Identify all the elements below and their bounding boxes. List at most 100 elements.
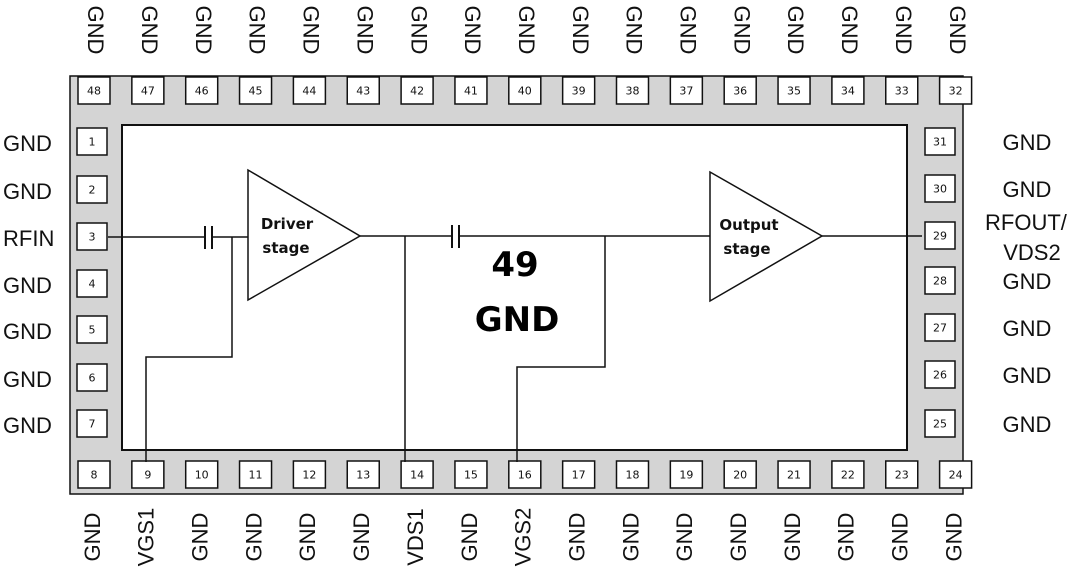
pin-3-pad [76,222,108,251]
pin-29-number: 29 [933,230,947,243]
pin-25-label: GND [1003,412,1052,437]
pin-9-label: VGS1 [134,508,159,567]
pin-23-label: GND [888,513,913,562]
pin-22-number: 22 [841,469,855,482]
pin-37-label: GND [676,6,701,55]
pin-19-label: GND [672,513,697,562]
pin-39-label: GND [568,6,593,55]
vgs1-trace [145,237,233,462]
pin-45-label: GND [245,6,270,55]
pin-18-number: 18 [626,469,640,482]
pin-5-label: GND [3,319,52,344]
pin-6-number: 6 [89,372,96,385]
pin-17-pad [561,460,596,489]
pin-37-pad [669,76,704,105]
pin-13-label: GND [349,513,374,562]
pin-40-label: GND [514,6,539,55]
output-stage-amplifier [709,170,824,303]
pin-20-number: 20 [733,469,747,482]
pin-4-label: GND [3,273,52,298]
pin-8-label: GND [80,513,105,562]
pin-32-label: GND [945,6,970,55]
pin-44-number: 44 [302,85,316,98]
pin-35-pad [777,76,811,105]
pin-12-number: 12 [302,469,316,482]
pin-48-label: GND [83,6,108,55]
pin-27-pad [924,313,956,342]
pin-24-number: 24 [949,469,963,482]
die-area [121,124,908,451]
pin-25-number: 25 [933,418,947,431]
pin-20-pad [723,460,757,489]
pin-5-number: 5 [89,324,96,337]
pin-46-pad [184,76,219,105]
pin-30-pad [924,174,956,203]
pin-43-label: GND [352,6,377,55]
pin-41-pad [454,76,488,105]
pin-28-number: 28 [933,275,947,288]
pin-3-label: RFIN [3,226,54,251]
pin-35-number: 35 [787,85,801,98]
pin-24-pad [938,460,973,489]
pin-29-label: RFOUT/ [985,210,1068,235]
driver-stage-label-line1: Driver [261,215,314,233]
pin-10-label: GND [188,513,213,562]
pin-22-pad [831,460,865,489]
pin-39-pad [561,76,596,105]
pin-26-number: 26 [933,369,947,382]
pin-17-label: GND [564,513,589,562]
pin-19-pad [669,460,704,489]
pin-16-label: VGS2 [511,508,536,567]
pin-7-pad [76,409,108,438]
pin-43-pad [346,76,380,105]
pin-35-label: GND [783,6,808,55]
pin-10-pad [184,460,219,489]
pin-5-pad [76,315,108,344]
pin-47-pad [131,76,165,105]
pin-41-number: 41 [464,85,478,98]
pin-23-number: 23 [895,469,909,482]
pin-33-number: 33 [895,85,909,98]
pin-33-label: GND [891,6,916,55]
pin-labels: GND GND GND GND GND GND GND GND GND GND GND GND GND G… [3,6,1068,567]
pin-41-label: GND [460,6,485,55]
pin-26-label: GND [1003,363,1052,388]
pin-44-pad [292,76,327,105]
pin-29-pad [924,221,956,250]
pin-9-pad [131,460,165,489]
pin-29-label2: VDS2 [1003,240,1060,265]
pin-44-label: GND [299,6,324,55]
pin-10-number: 10 [195,469,209,482]
pin-1-pad [76,127,108,156]
pin-20-label: GND [726,513,751,562]
pin-36-label: GND [729,6,754,55]
vgs2-trace [516,236,606,462]
pin-13-pad [346,460,380,489]
pin-12-label: GND [295,513,320,562]
pin-39-number: 39 [572,85,586,98]
pin-31-pad [924,127,956,156]
pin-6-label: GND [3,367,52,392]
pin-25-pad [924,409,956,438]
pin-42-label: GND [406,6,431,55]
pin-11-number: 11 [249,469,263,482]
pin-17-number: 17 [572,469,586,482]
pin-34-pad [831,76,865,105]
pin-47-number: 47 [141,85,155,98]
pin-31-number: 31 [933,136,947,149]
pin-26-pad [924,360,956,389]
pin-48-number: 48 [87,85,101,98]
pin-14-number: 14 [410,469,424,482]
pin-40-pad [508,76,542,105]
pin-22-label: GND [834,513,859,562]
pin-9-number: 9 [144,469,151,482]
center-pad-label: GND [475,300,560,340]
pin-27-label: GND [1003,316,1052,341]
pin-34-number: 34 [841,85,855,98]
pin-2-label: GND [3,179,52,204]
pin-16-number: 16 [518,469,532,482]
pin-40-number: 40 [518,85,532,98]
pin-38-label: GND [622,6,647,55]
pin-23-pad [885,460,919,489]
